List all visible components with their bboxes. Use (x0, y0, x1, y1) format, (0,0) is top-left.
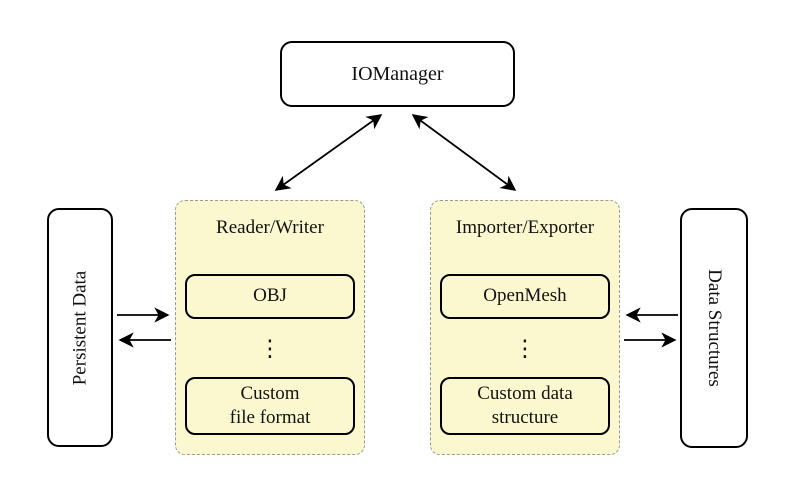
arrow-iomanager-importerexporter (411, 114, 517, 191)
custom-file-format-line2: file format (229, 407, 311, 428)
custom-file-format-box: Custom file format (185, 377, 355, 435)
arrow-iomanager-readerwriter (274, 114, 383, 191)
reader-writer-title: Reader/Writer (216, 217, 324, 238)
reader-writer-group: Reader/Writer OBJ ⋮ Custom file format (175, 200, 365, 455)
iomanager-label: IOManager (351, 62, 444, 85)
persistent-data-box: Persistent Data (47, 208, 113, 447)
custom-data-structure-line1: Custom data (477, 382, 573, 404)
data-structures-label: Data Structures (704, 269, 725, 387)
vertical-ellipsis: ⋮ (513, 336, 537, 362)
iomanager-box: IOManager (280, 41, 515, 107)
custom-data-structure-box: Custom data structure (440, 377, 610, 435)
importer-exporter-group: Importer/Exporter OpenMesh ⋮ Custom data… (430, 200, 620, 455)
openmesh-box: OpenMesh (440, 274, 610, 319)
custom-data-structure-line2: structure (491, 407, 559, 428)
data-structures-box: Data Structures (680, 208, 748, 448)
persistent-data-label: Persistent Data (69, 270, 91, 385)
custom-file-format-line1: Custom (240, 382, 300, 404)
obj-label: OBJ (253, 285, 287, 307)
importer-exporter-title: Importer/Exporter (455, 217, 595, 238)
obj-box: OBJ (185, 274, 355, 319)
vertical-ellipsis: ⋮ (258, 336, 282, 362)
openmesh-label: OpenMesh (483, 285, 567, 307)
